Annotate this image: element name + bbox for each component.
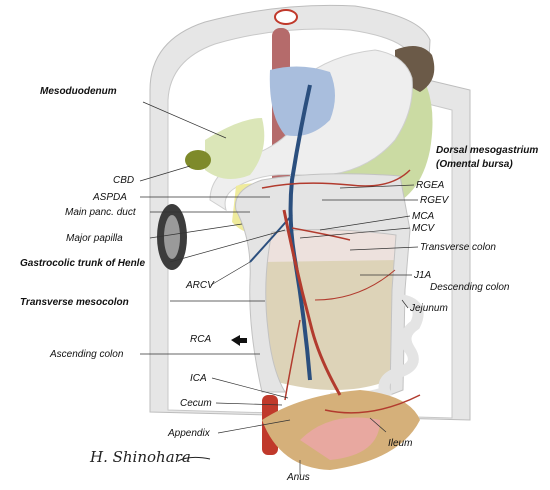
gallbladder (185, 150, 211, 170)
label-ica: ICA (190, 373, 207, 384)
portal-region (269, 66, 335, 136)
mesoduodenum (205, 118, 265, 179)
label-rgea: RGEA (416, 180, 445, 191)
mesentery (259, 260, 404, 390)
label-arcv: ARCV (185, 280, 215, 291)
leader-lines (139, 101, 419, 475)
artery-ileocolic (284, 319, 301, 401)
signature-underline (177, 456, 211, 462)
label-gastrocolic-trunk: Gastrocolic trunk of Henle (20, 258, 145, 269)
label-appendix: Appendix (167, 428, 211, 439)
label-mesoduodenum: Mesoduodenum (40, 86, 117, 97)
artery-rgea (261, 169, 411, 189)
direction-arrow (231, 335, 247, 346)
ileum-wall (300, 417, 380, 460)
label-descending-colon: Descending colon (430, 282, 510, 293)
label-ascending-colon: Ascending colon (49, 349, 124, 360)
label-transverse-mesocolon: Transverse mesocolon (20, 297, 129, 308)
signature: H. Shinohara (89, 448, 191, 466)
label-jejunum: Jejunum (409, 303, 448, 314)
label-aspda: ASPDA (92, 192, 127, 203)
label-major-papilla: Major papilla (66, 233, 123, 244)
label-omental-bursa: (Omental bursa) (436, 159, 513, 170)
label-mca: MCA (412, 211, 435, 222)
label-cecum: Cecum (180, 398, 212, 409)
label-ileum: Ileum (388, 438, 412, 449)
left-kidney-inner (164, 215, 180, 259)
label-mcv: MCV (412, 223, 436, 234)
label-rca: RCA (190, 334, 211, 345)
artery-sma (282, 209, 342, 396)
label-cbd: CBD (113, 175, 134, 186)
label-j1a: J1A (413, 270, 432, 281)
artery-mca (291, 227, 351, 241)
vein-gastrocolic (249, 214, 293, 263)
label-main-panc-duct: Main panc. duct (65, 207, 137, 218)
artery-arcade (314, 269, 396, 301)
label-anus: Anus (286, 472, 310, 483)
artery-ileal (324, 394, 421, 414)
label-transverse-colon: Transverse colon (420, 242, 496, 253)
diaphragm-opening (274, 9, 298, 25)
label-dorsal-mesogastrium: Dorsal mesogastrium (436, 145, 538, 156)
label-rgev: RGEV (420, 195, 450, 206)
vein-main (288, 84, 312, 381)
jejunum (329, 294, 424, 404)
